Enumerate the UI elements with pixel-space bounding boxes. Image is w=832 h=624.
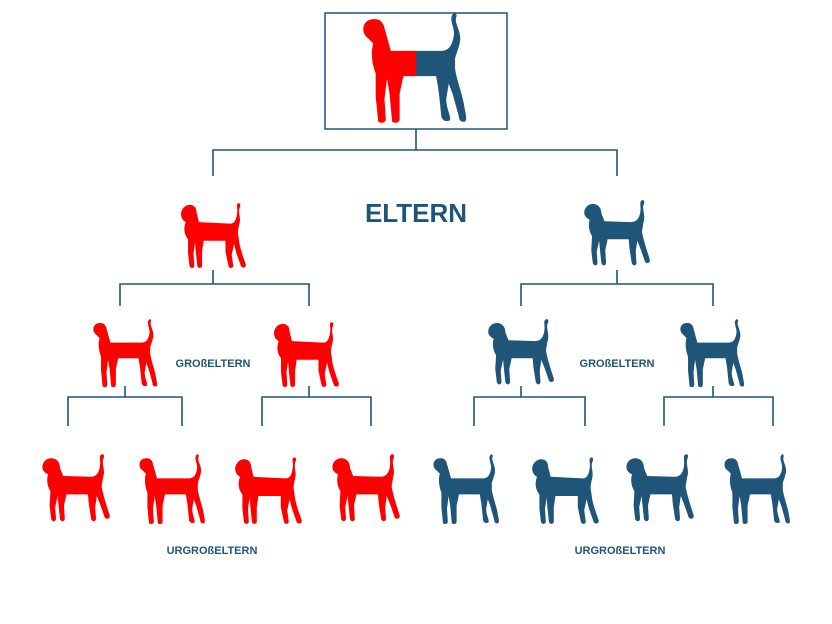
connector-mother-to-grandparents — [119, 270, 310, 306]
label-great-grandparents-right: URGROßELTERN — [575, 545, 666, 557]
connector-root-to-parents — [212, 129, 618, 176]
red-dog-icon — [42, 454, 110, 522]
red-dog-icon — [93, 319, 158, 388]
label-parents: ELTERN — [365, 198, 467, 228]
red-dog-icon — [274, 322, 339, 387]
label-grandparents-right: GROßELTERN — [580, 358, 655, 370]
connector-gp3-to-ggp — [473, 386, 586, 426]
blue-dog-icon — [488, 319, 554, 385]
blue-dog-icon — [626, 454, 694, 522]
dogs-layer — [42, 13, 790, 525]
label-grandparents-left: GROßELTERN — [176, 358, 251, 370]
connectors — [67, 129, 774, 426]
connector-gp4-to-ggp — [663, 386, 774, 426]
half-red-half-blue-dog-icon — [363, 13, 467, 123]
blue-dog-icon — [584, 200, 650, 266]
connector-father-to-grandparents — [520, 270, 714, 306]
red-dog-icon — [139, 454, 205, 525]
blue-dog-icon — [433, 454, 499, 525]
label-great-grandparents-left: URGROßELTERN — [167, 545, 258, 557]
blue-dog-icon — [532, 457, 599, 524]
red-dog-icon — [332, 454, 400, 522]
red-dog-icon — [235, 457, 302, 524]
red-dog-icon — [181, 203, 246, 268]
connector-gp1-to-ggp — [67, 386, 183, 426]
blue-dog-icon — [724, 454, 790, 525]
blue-dog-icon — [680, 319, 745, 388]
connector-gp2-to-ggp — [261, 386, 372, 426]
